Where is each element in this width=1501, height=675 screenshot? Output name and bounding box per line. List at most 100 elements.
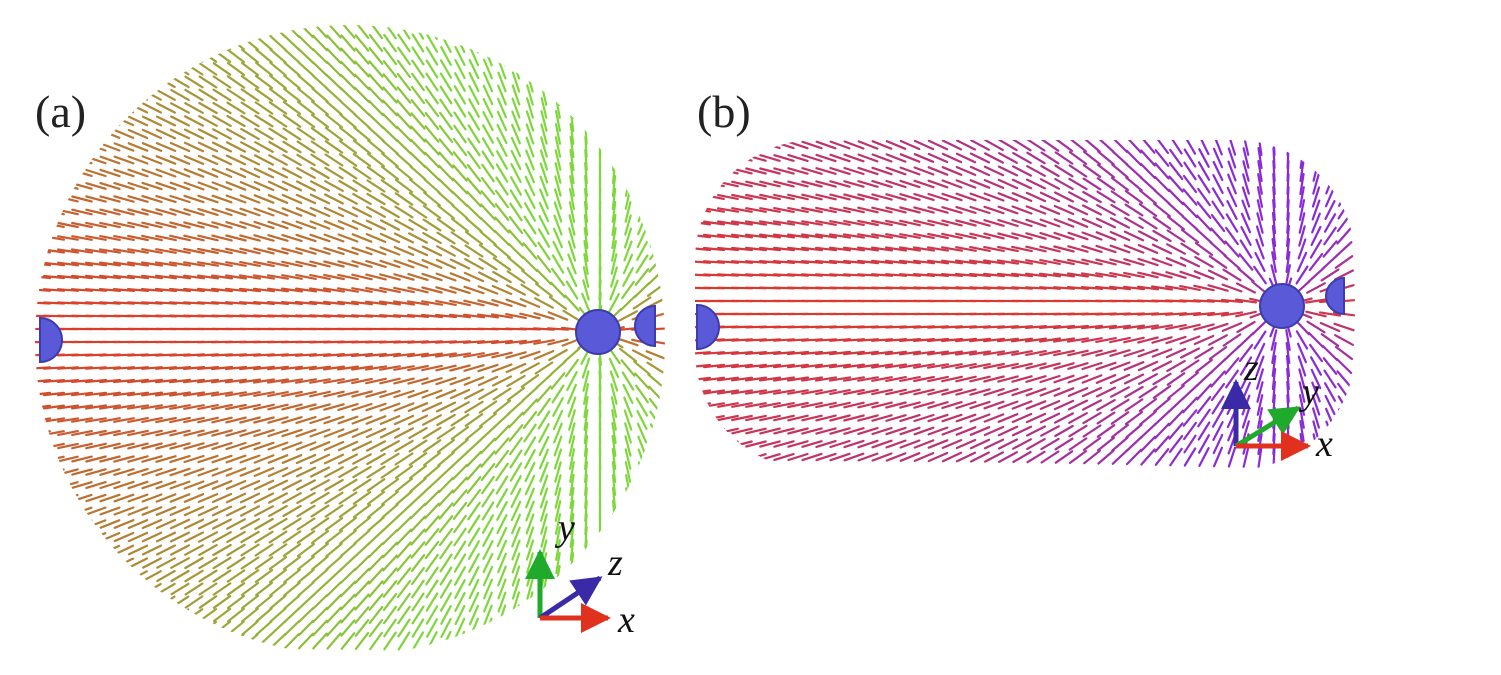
director-segment bbox=[1122, 285, 1146, 291]
director-segment bbox=[211, 442, 233, 450]
director-segment bbox=[352, 179, 372, 193]
director-segment bbox=[940, 350, 964, 356]
director-segment bbox=[379, 232, 401, 244]
director-segment bbox=[1166, 215, 1186, 231]
director-segment bbox=[801, 440, 823, 448]
director-segment bbox=[464, 400, 484, 414]
director-segment bbox=[409, 477, 427, 493]
director-segment bbox=[169, 287, 191, 293]
director-segment bbox=[436, 413, 456, 427]
director-segment bbox=[511, 110, 521, 132]
director-segment bbox=[524, 461, 536, 483]
director-segment bbox=[1220, 298, 1244, 304]
director-segment bbox=[240, 581, 260, 597]
director-segment bbox=[268, 568, 288, 584]
director-segment bbox=[453, 527, 467, 547]
director-segment bbox=[969, 205, 991, 215]
director-segment bbox=[1095, 337, 1117, 343]
director-segment bbox=[1081, 217, 1103, 229]
director-segment bbox=[212, 48, 232, 64]
director-segment bbox=[482, 527, 494, 547]
director-segment bbox=[72, 609, 92, 621]
director-segment bbox=[1237, 332, 1255, 348]
director-segment bbox=[423, 165, 441, 181]
director-segment bbox=[198, 128, 218, 140]
director-segment bbox=[927, 192, 949, 202]
director-segment bbox=[393, 402, 415, 412]
director-segment bbox=[351, 440, 373, 452]
director-segment bbox=[638, 487, 646, 509]
director-segment bbox=[1196, 396, 1212, 414]
director-segment bbox=[509, 202, 523, 222]
director-segment bbox=[1039, 205, 1061, 215]
director-segment bbox=[393, 365, 415, 371]
director-segment bbox=[1025, 400, 1047, 410]
director-segment bbox=[759, 193, 781, 201]
director-segment bbox=[142, 62, 162, 76]
director-segment bbox=[567, 396, 577, 418]
director-segment bbox=[142, 36, 162, 50]
director-segment bbox=[183, 454, 205, 464]
director-segment bbox=[625, 538, 631, 562]
director-segment bbox=[84, 248, 108, 254]
director-segment bbox=[1054, 140, 1074, 152]
director-segment bbox=[525, 487, 535, 509]
director-segment bbox=[365, 273, 387, 281]
director-segment bbox=[478, 271, 498, 283]
director-segment bbox=[197, 168, 219, 178]
director-segment bbox=[465, 450, 483, 468]
director-segment bbox=[511, 552, 521, 574]
director-segment bbox=[507, 399, 525, 415]
director-segment bbox=[240, 88, 260, 102]
director-segment bbox=[814, 363, 838, 369]
director-segment bbox=[35, 76, 51, 88]
director-segment bbox=[366, 452, 386, 466]
director-segment bbox=[857, 376, 879, 382]
director-segment bbox=[71, 430, 93, 436]
director-segment bbox=[408, 205, 428, 219]
director-segment bbox=[449, 258, 471, 270]
director-segment bbox=[439, 111, 453, 131]
director-segment bbox=[983, 205, 1005, 215]
director-segment bbox=[927, 166, 949, 176]
director-segment bbox=[787, 180, 809, 188]
director-segment bbox=[127, 128, 149, 140]
director-segment bbox=[239, 274, 261, 280]
director-segment bbox=[425, 566, 439, 586]
director-segment bbox=[540, 97, 548, 119]
director-segment bbox=[225, 454, 247, 464]
director-segment bbox=[969, 179, 991, 189]
director-segment bbox=[183, 234, 205, 242]
director-segment bbox=[608, 357, 620, 379]
director-segment bbox=[1255, 238, 1265, 260]
director-segment bbox=[480, 450, 496, 468]
director-segment bbox=[339, 73, 357, 91]
director-segment bbox=[716, 363, 740, 369]
director-segment bbox=[365, 415, 387, 425]
director-segment bbox=[155, 518, 177, 530]
director-segment bbox=[423, 191, 441, 207]
director-segment bbox=[1339, 140, 1349, 156]
director-segment bbox=[197, 221, 219, 229]
director-segment bbox=[339, 567, 357, 585]
director-segment bbox=[99, 544, 121, 556]
director-segment bbox=[569, 175, 575, 197]
director-segment bbox=[310, 529, 330, 545]
director-segment bbox=[1054, 437, 1074, 451]
director-segment bbox=[169, 378, 191, 384]
director-segment bbox=[1123, 244, 1145, 254]
director-segment bbox=[624, 461, 632, 483]
director-segment bbox=[828, 376, 852, 382]
director-segment bbox=[584, 83, 588, 107]
director-segment bbox=[731, 207, 753, 213]
director-segment bbox=[239, 247, 261, 255]
axis-triad-b: z y x bbox=[1221, 347, 1333, 465]
director-segment bbox=[584, 538, 588, 562]
director-segment bbox=[353, 516, 371, 532]
director-segment bbox=[1297, 355, 1307, 377]
director-segment bbox=[283, 48, 301, 64]
director-segment bbox=[525, 136, 535, 158]
director-segment bbox=[610, 383, 618, 405]
director-segment bbox=[829, 427, 851, 435]
director-segment bbox=[127, 221, 149, 229]
